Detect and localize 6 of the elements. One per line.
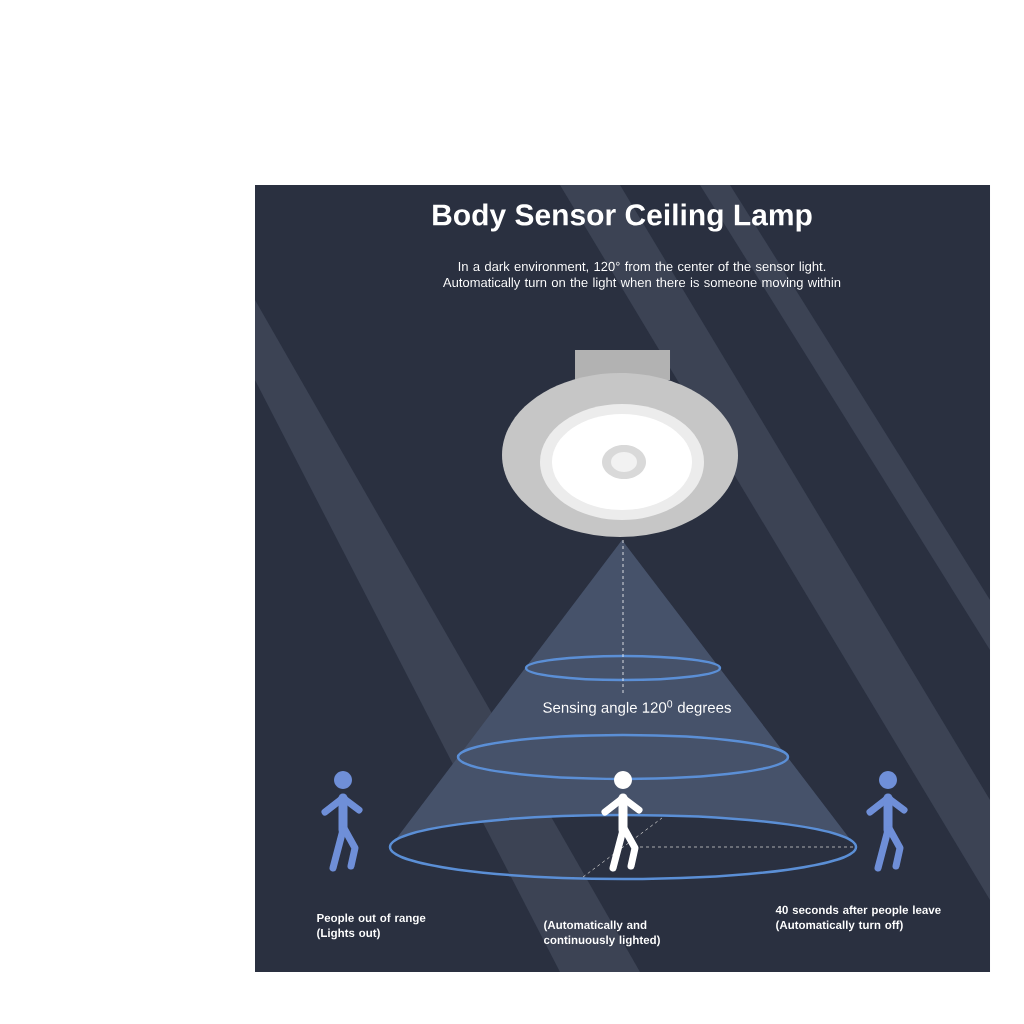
angle-label: Sensing angle 120$^{0}$ degrees — [543, 700, 731, 716]
title: Body Sensor Ceiling Lamp — [433, 203, 812, 232]
status-caption: 40 seconds after people leave (Automatically turn off) — [775, 905, 941, 932]
description: In a dark environment, 120° from the center of the sensor light. Automatically turn on the light when there is someone moving within — [442, 261, 841, 290]
status-caption: (Automatically and continuously lighted) — [544, 920, 660, 947]
status-caption: People out of range (Lights out) — [317, 913, 426, 940]
